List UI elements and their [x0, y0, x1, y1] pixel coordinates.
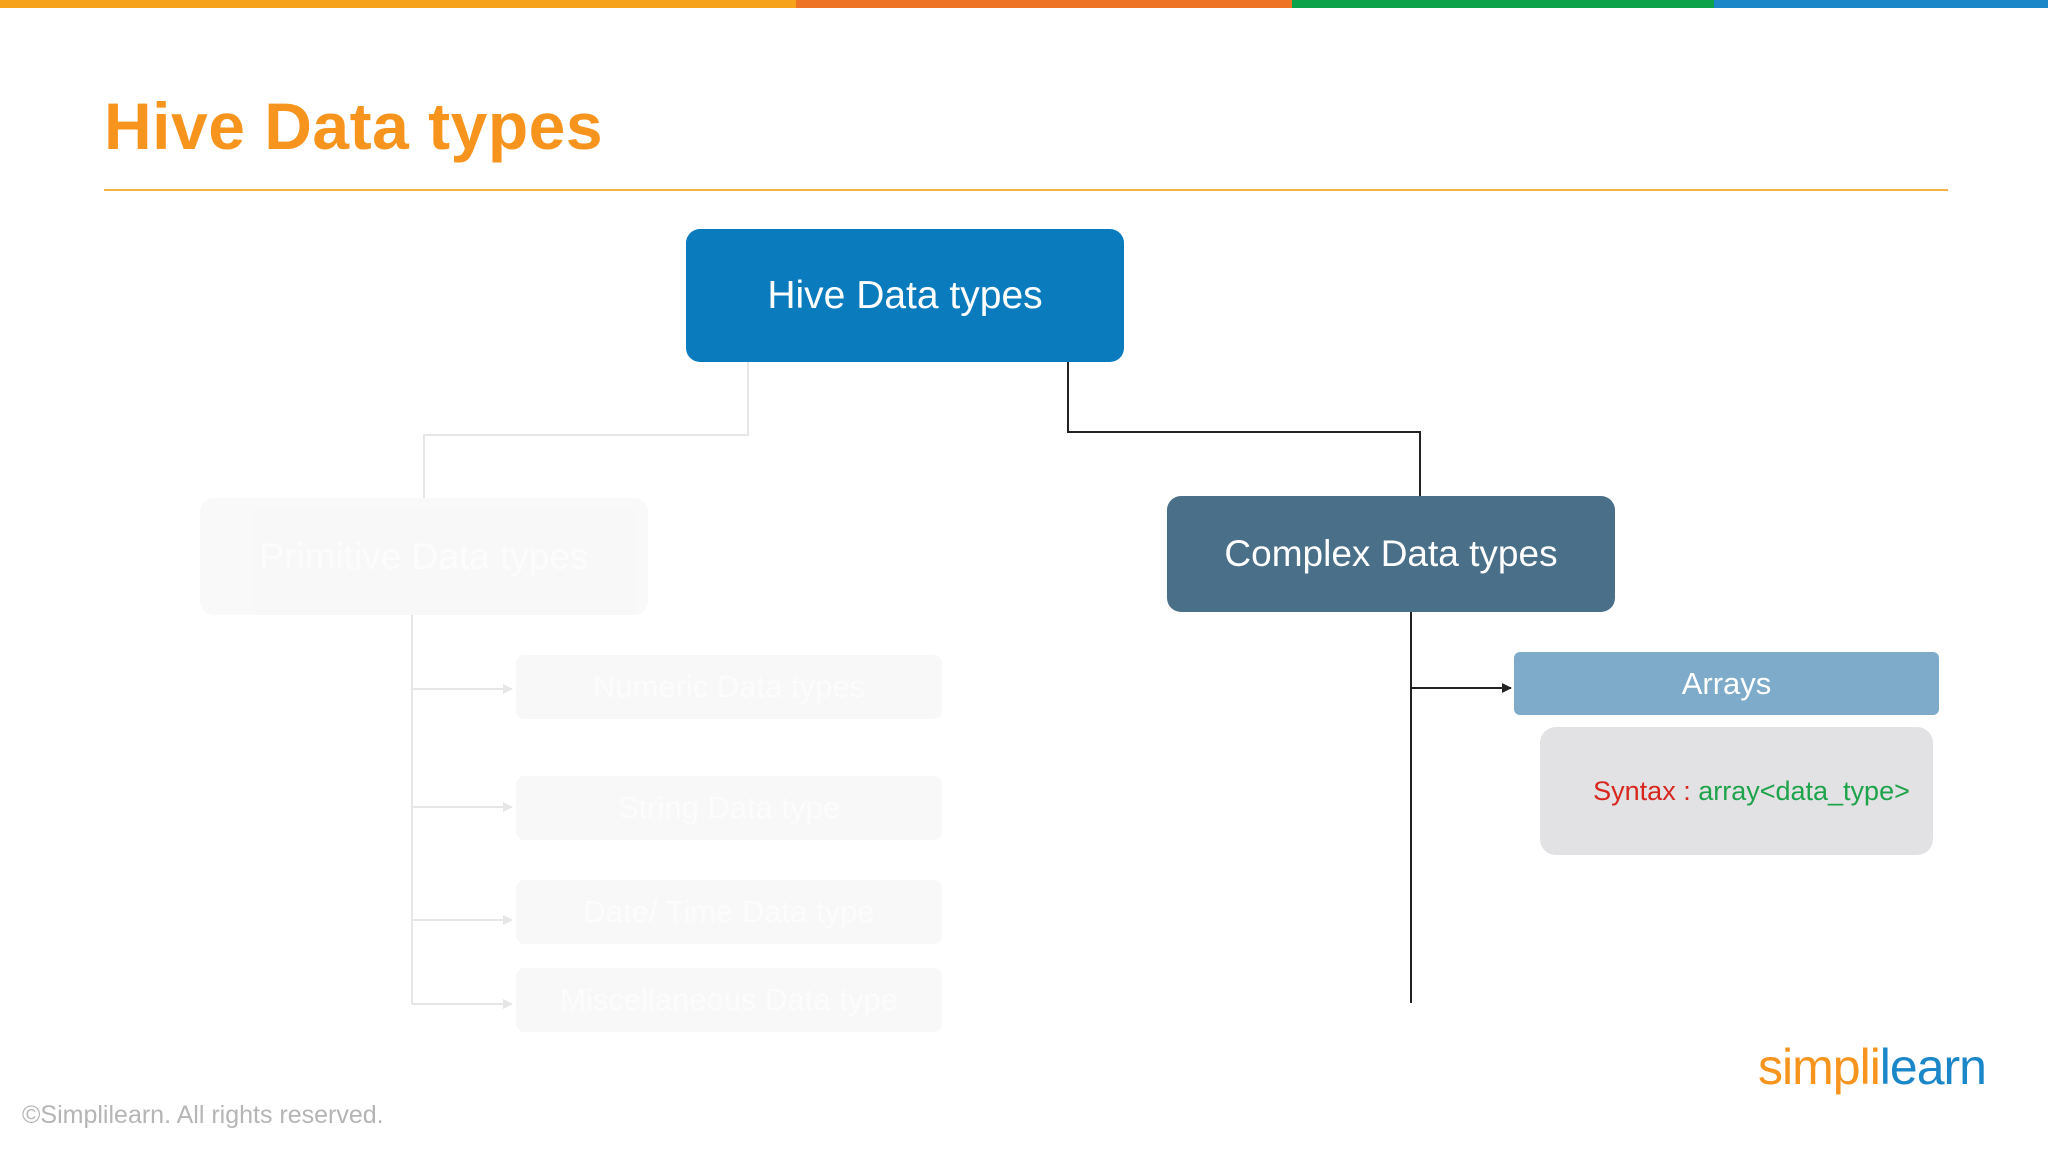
primitive-node-label: Primitive Data types	[259, 535, 589, 577]
slide-title: Hive Data types	[104, 89, 604, 163]
logo-part-simpl: simpl	[1758, 1039, 1871, 1095]
root-node-hive-data-types: Hive Data types	[686, 229, 1124, 362]
title-divider	[104, 189, 1948, 191]
arrays-node: Arrays	[1514, 652, 1939, 715]
simplilearn-logo: simplilearn	[1758, 1038, 1987, 1096]
primitive-data-types-node: Primitive Data types	[200, 498, 648, 615]
arrays-syntax-box: Syntax : array<data_type>	[1540, 727, 1933, 855]
top-color-bar	[0, 0, 2048, 8]
complex-node-label: Complex Data types	[1224, 533, 1558, 574]
syntax-value: array<data_type>	[1698, 775, 1910, 806]
syntax-label: Syntax :	[1593, 775, 1699, 806]
top-bar-segment-blue	[1714, 0, 2048, 8]
copyright-footer: ©Simplilearn. All rights reserved.	[22, 1101, 384, 1129]
primitive-branch-connectors	[411, 362, 749, 1009]
top-bar-segment-dark-orange	[796, 0, 1292, 8]
root-node-label: Hive Data types	[767, 273, 1043, 317]
root-to-complex-line	[1067, 362, 1421, 496]
miscellaneous-data-type-node: Miscellaneous Data type	[516, 968, 942, 1032]
datetime-node-label: Date/ Time Data type	[583, 894, 875, 929]
root-to-primitive-line	[423, 362, 749, 498]
logo-part-i: i	[1869, 1039, 1881, 1095]
complex-data-types-node: Complex Data types	[1167, 496, 1615, 612]
datetime-data-type-node: Date/ Time Data type	[516, 880, 942, 944]
logo-part-learn: learn	[1879, 1039, 1987, 1095]
misc-node-label: Miscellaneous Data type	[560, 982, 898, 1017]
complex-branch-connectors	[1067, 362, 1512, 1003]
string-data-type-node: String Data type	[516, 776, 942, 840]
string-node-label: String Data type	[617, 790, 841, 825]
arrays-node-label: Arrays	[1681, 665, 1772, 701]
numeric-data-types-node: Numeric Data types	[516, 655, 942, 719]
numeric-node-label: Numeric Data types	[592, 669, 866, 704]
top-bar-segment-orange	[0, 0, 796, 8]
top-bar-segment-green	[1292, 0, 1714, 8]
